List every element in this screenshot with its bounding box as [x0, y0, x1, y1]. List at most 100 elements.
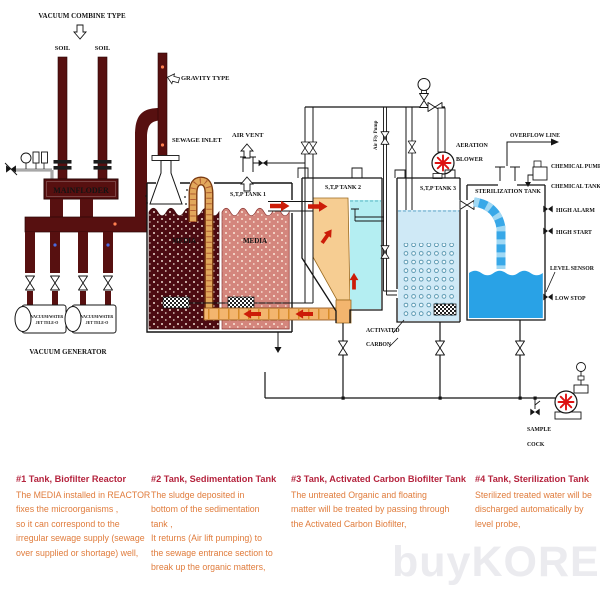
air-valve-icon — [308, 141, 318, 155]
rim-flange — [394, 169, 456, 178]
drain-valve-icon — [338, 340, 348, 356]
overflow-arrow-icon — [551, 138, 559, 146]
aeration-label: AERATION — [456, 143, 489, 149]
chemical-pump-label: CHEMICAL PUMP — [551, 164, 600, 170]
tank1-walls — [146, 182, 293, 333]
tank2-walls — [301, 177, 383, 323]
air-vent-label: AIR VENT — [232, 132, 264, 139]
fan-icon — [434, 154, 452, 172]
sample-valve-icon — [530, 408, 540, 416]
note-line: It returns (Air lift pumping) to — [151, 533, 262, 544]
chemical-pump-icon — [533, 160, 542, 168]
pressure-gauge-icon — [417, 78, 431, 91]
note-line: the Activated Carbon Biofilter, — [291, 518, 407, 529]
soil-label-right: SOIL — [95, 45, 111, 52]
tank4-sterilization: STERILIZATION TANK OVERFLOW LINE CHEMICA… — [466, 133, 600, 321]
discharge-pump — [554, 362, 589, 420]
mainfloder-label: MAINFLODER — [53, 186, 109, 195]
low-stop-label: LOW STOP — [555, 296, 586, 302]
overflow-weir — [495, 166, 520, 181]
note-tank4-title: #4 Tank, Sterilization Tank — [475, 474, 590, 484]
gravity-type-label: GRAVITY TYPE — [181, 75, 229, 82]
aeration-blower: AERATION BLOWER — [431, 107, 489, 179]
sample-label: SAMPLE — [527, 427, 551, 433]
valve-stubs — [27, 291, 111, 306]
fan-icon — [557, 393, 575, 411]
drain-lines — [264, 320, 556, 399]
note-line: bottom of the sedimentation — [151, 504, 260, 515]
sewage-inlet-label: SEWAGE INLET — [172, 137, 222, 144]
tank1-biofilter-reactor: MEDIA MEDIA — [145, 176, 313, 353]
vacuum-generator-pump: VACUUM/WATER JET TELE-O — [14, 304, 67, 334]
soil-label-left: SOIL — [55, 45, 71, 52]
blower-intake-pipe — [437, 107, 446, 153]
blower-label: BLOWER — [456, 157, 484, 163]
chemical-tank-icon — [532, 166, 548, 181]
air-vent-stack: AIR VENT S,T,P TANK 1 — [230, 132, 305, 198]
pump-outlet-duct — [573, 384, 589, 394]
vent-valve-icon — [258, 159, 268, 167]
air-valve-icon — [407, 140, 417, 154]
note-line: discharged automatically by — [475, 504, 584, 515]
sewage-inlet-line: GRAVITY TYPE SEWAGE INLET — [135, 52, 229, 222]
drain-valve-icon — [435, 340, 445, 356]
tank2-sedimentation: S,T,P TANK 2 — [203, 167, 384, 324]
media-label-right: MEDIA — [243, 237, 267, 245]
high-alarm-label: HIGH ALARM — [556, 208, 595, 214]
cock-label: COCK — [527, 442, 545, 448]
tank3-walls — [396, 177, 461, 323]
air-fly-pump-label: Air Fly Pump — [374, 120, 379, 150]
tank2-label: S,T,P TANK 2 — [325, 185, 361, 191]
note-line: fixes the microorganisms , — [16, 504, 119, 515]
transfer-valve-icon — [459, 200, 475, 210]
waterfall-stream — [473, 197, 506, 269]
note-tank4: #4 Tank, Sterilization Tank Sterilized t… — [475, 474, 597, 531]
vacuum-gauge-assembly — [4, 151, 54, 182]
pump-plate-line1: VACUUM/WATER — [81, 315, 113, 319]
note-line: Sterilized treated water will be — [475, 490, 592, 500]
air-diffuser — [162, 296, 190, 309]
tank1-label: S,T,P TANK 1 — [230, 192, 266, 198]
note-line: so it can correspond to the — [16, 518, 120, 529]
note-line: The untreated Organic and floating — [291, 490, 427, 500]
air-valve-icon — [419, 93, 429, 108]
pump-plate-line2: JET TELE-O — [36, 321, 59, 325]
airlift-u-tube — [188, 176, 214, 309]
note-tank2: #2 Tank, Sedimentation Tank The sludge d… — [151, 474, 291, 574]
inlet-flange — [151, 155, 180, 161]
rim-flange — [297, 167, 363, 178]
air-valve-icon — [300, 141, 310, 155]
overflow-line-label: OVERFLOW LINE — [510, 133, 560, 139]
down-arrow-icon — [73, 24, 87, 40]
note-line: level probe, — [475, 518, 521, 529]
up-arrow-icon — [240, 143, 254, 159]
high-start-label: HIGH START — [556, 230, 592, 236]
drain-system: SAMPLE COCK — [264, 320, 589, 448]
vacuum-combine-system: VACUUM COMBINE TYPE SOIL SOIL MAINFLODER — [4, 12, 148, 356]
media-label-left: MEDIA — [172, 237, 196, 245]
air-valve-icon — [380, 131, 390, 145]
drain-arrow-icon — [274, 347, 282, 353]
air-diffuser — [433, 303, 457, 316]
vacuum-drop-pipes — [25, 232, 113, 273]
pressure-gauge-icon — [576, 362, 586, 372]
note-tank2-title: #2 Tank, Sedimentation Tank — [151, 474, 277, 484]
note-tank1-title: #1 Tank, Biofilter Reactor — [16, 474, 127, 484]
treated-water — [469, 270, 543, 318]
drain-valve-icon — [515, 340, 525, 356]
note-line: break up the organic matters, — [151, 562, 266, 573]
watermark: buyKOREA — [392, 538, 600, 586]
pump-plate-line2: JET TELE-O — [86, 321, 109, 325]
sample-cock: SAMPLE COCK — [527, 398, 551, 448]
chemical-tank-label: CHEMICAL TANK — [551, 184, 600, 190]
up-arrow-icon — [240, 176, 254, 192]
vacuum-combine-type-label: VACUUM COMBINE TYPE — [38, 12, 126, 20]
note-tank3: #3 Tank, Activated Carbon Biofilter Tank… — [291, 474, 473, 531]
note-line: irregular sewage supply (sewage — [16, 533, 145, 544]
clarified-outlet-pipe — [351, 208, 384, 222]
level-sensor-group: HIGH ALARM HIGH START LEVEL SENSOR LOW S… — [543, 205, 595, 302]
airlift-transfer-line — [383, 107, 397, 296]
note-line: the sewage entrance section to — [151, 547, 273, 558]
